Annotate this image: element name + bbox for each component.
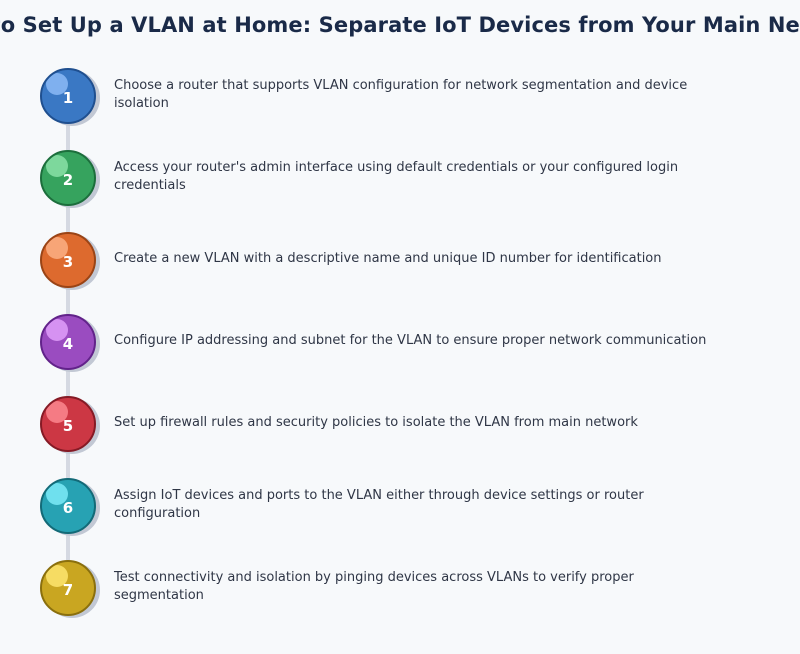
step-text: Test connectivity and isolation by pingi… (114, 570, 634, 603)
step-text: Configure IP addressing and subnet for t… (114, 333, 707, 348)
highlight-decoration (46, 237, 68, 259)
step-number-badge: 3 (40, 232, 96, 288)
step-text: Assign IoT devices and ports to the VLAN… (114, 488, 644, 521)
step-6: 6 Assign IoT devices and ports to the VL… (0, 476, 800, 540)
step-number-badge: 7 (40, 560, 96, 616)
step-number: 5 (62, 417, 74, 435)
step-number: 7 (62, 581, 74, 599)
highlight-decoration (46, 483, 68, 505)
step-number-badge: 6 (40, 478, 96, 534)
step-number-badge: 4 (40, 314, 96, 370)
step-number: 2 (62, 171, 74, 189)
step-text: Choose a router that supports VLAN confi… (114, 78, 688, 111)
highlight-decoration (46, 73, 68, 95)
step-1: 1 Choose a router that supports VLAN con… (0, 66, 800, 130)
step-5: 5 Set up firewall rules and security pol… (0, 394, 800, 458)
step-3: 3 Create a new VLAN with a descriptive n… (0, 230, 800, 294)
step-7: 7 Test connectivity and isolation by pin… (0, 558, 800, 622)
step-number: 4 (62, 335, 74, 353)
step-4: 4 Configure IP addressing and subnet for… (0, 312, 800, 376)
step-text: Set up firewall rules and security polic… (114, 415, 638, 430)
step-number-badge: 1 (40, 68, 96, 124)
highlight-decoration (46, 401, 68, 423)
step-number-badge: 5 (40, 396, 96, 452)
step-number-badge: 2 (40, 150, 96, 206)
page-title: How to Set Up a VLAN at Home: Separate I… (0, 13, 800, 37)
step-text: Create a new VLAN with a descriptive nam… (114, 251, 662, 266)
step-number: 1 (62, 89, 74, 107)
highlight-decoration (46, 319, 68, 341)
highlight-decoration (46, 155, 68, 177)
step-2: 2 Access your router's admin interface u… (0, 148, 800, 212)
step-text: Access your router's admin interface usi… (114, 160, 679, 193)
step-number: 3 (62, 253, 74, 271)
step-number: 6 (62, 499, 74, 517)
highlight-decoration (46, 565, 68, 587)
